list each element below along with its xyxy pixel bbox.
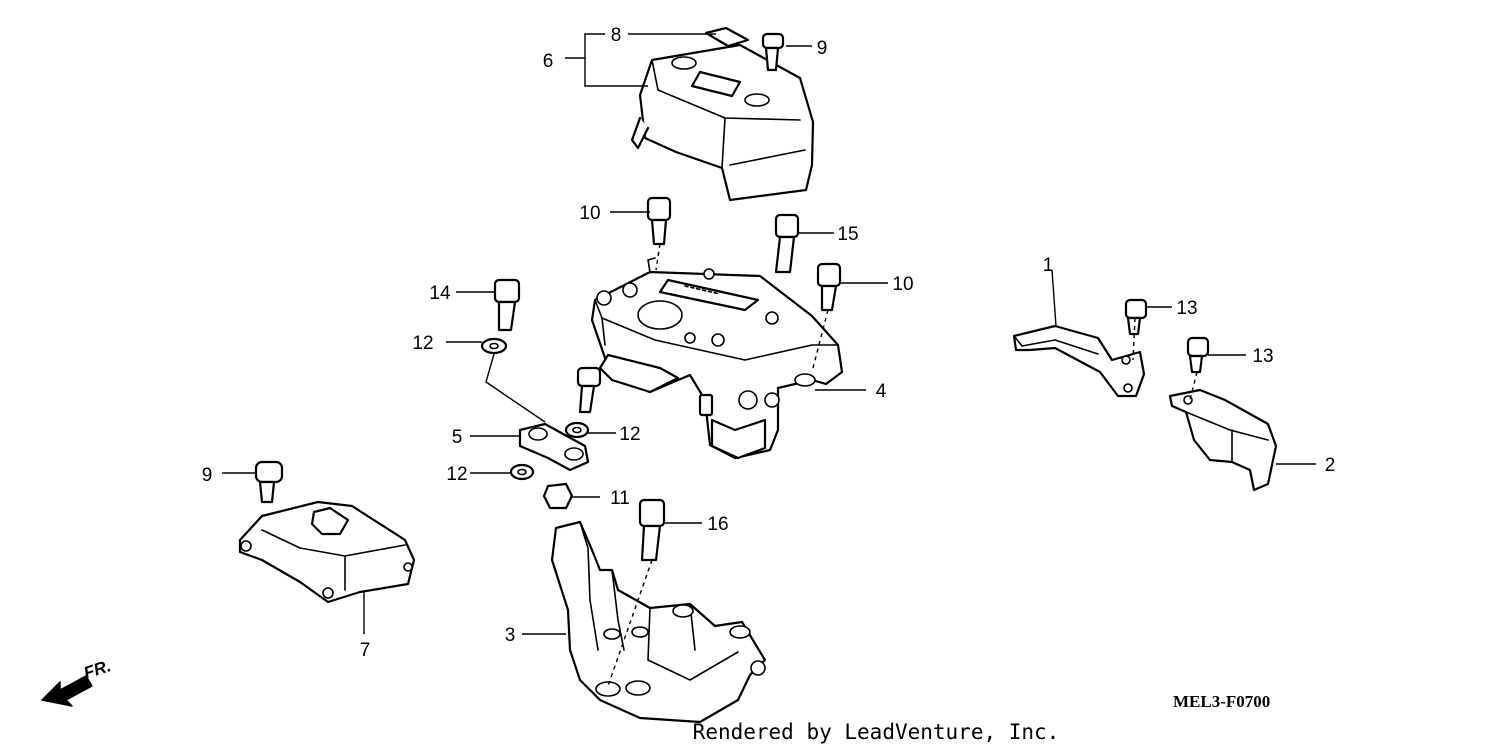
- callout-13-upper: 13: [1176, 298, 1197, 319]
- part-16-bolt: [638, 498, 666, 562]
- figure-code: MEL3-F0700: [1173, 692, 1270, 711]
- arrow-icon: [41, 675, 93, 707]
- credit-text: Rendered by LeadVenture, Inc.: [693, 720, 1060, 744]
- front-direction-arrow: FR.: [41, 656, 113, 707]
- callout-10-left: 10: [579, 203, 600, 224]
- leader-lines: [222, 33, 1316, 687]
- callout-13-lower: 13: [1252, 346, 1273, 367]
- part-5-link-plate: [518, 422, 590, 472]
- callout-12-right: 12: [619, 424, 640, 445]
- part-6-upper-cover: [630, 43, 815, 202]
- callout-numbers: 1 2 3 4 5 6 7 8 9 9 10 10 11 12 12 12 13…: [202, 25, 1336, 661]
- part-13-screw-lower: [1186, 336, 1210, 374]
- part-10-bolt-left: [646, 196, 672, 246]
- callout-9-top: 9: [817, 38, 828, 59]
- part-10-bolt-right: [816, 262, 842, 312]
- part-12-washers: [480, 337, 590, 481]
- part-11-nut: [542, 482, 574, 510]
- callout-15: 15: [837, 224, 858, 245]
- callout-1: 1: [1043, 255, 1054, 276]
- part-14-bolt: [493, 278, 521, 332]
- callout-9-left: 9: [202, 465, 213, 486]
- part-8-pad: [704, 26, 750, 48]
- part-3-lower-bracket: [550, 520, 767, 724]
- callout-10-right: 10: [892, 274, 913, 295]
- part-2-bracket: [1168, 388, 1278, 492]
- part-7-lower-cover: [238, 500, 416, 604]
- callout-4: 4: [876, 381, 887, 402]
- part-4-main-housing: [590, 257, 844, 460]
- callout-16: 16: [707, 514, 728, 535]
- part-1-bracket: [1012, 324, 1146, 398]
- callout-14: 14: [429, 283, 451, 304]
- callout-7: 7: [360, 640, 371, 661]
- callout-12-top: 12: [412, 333, 433, 354]
- callout-2: 2: [1325, 455, 1336, 476]
- callout-3: 3: [505, 625, 516, 646]
- part-15-bolt: [774, 213, 800, 274]
- callout-6: 6: [543, 51, 554, 72]
- callout-5: 5: [452, 427, 463, 448]
- callout-12-bottom: 12: [446, 464, 467, 485]
- part-9-screw-left: [254, 460, 284, 504]
- callout-11: 11: [610, 488, 630, 509]
- housing-bolt: [576, 366, 602, 414]
- callout-8: 8: [611, 25, 622, 46]
- direction-label: FR.: [81, 656, 113, 683]
- part-13-screw-upper: [1124, 298, 1148, 336]
- part-9-screw-top: [761, 32, 785, 72]
